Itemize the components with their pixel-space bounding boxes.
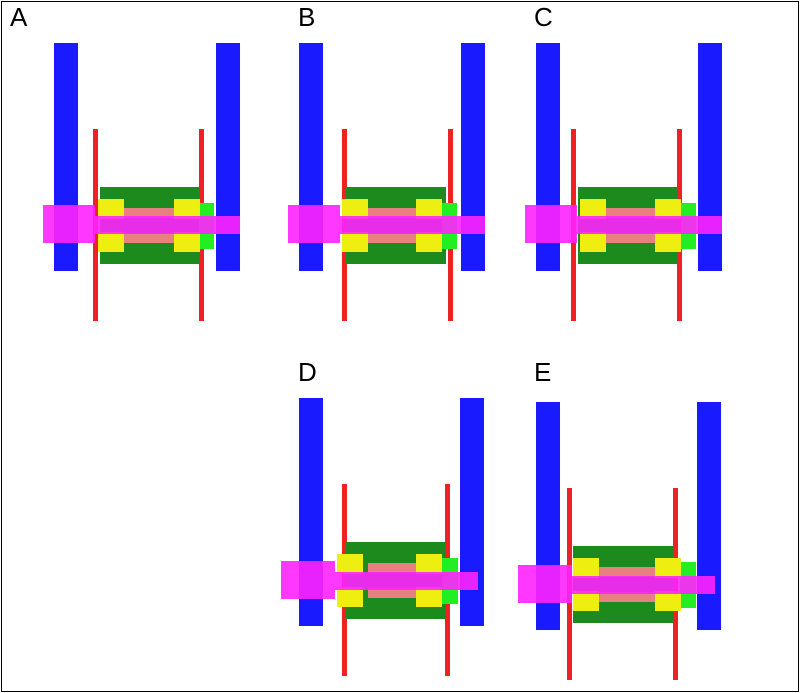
yellow-square-bottom-right <box>174 232 200 252</box>
yellow-square-top-right <box>416 554 442 574</box>
panel-e: E <box>482 355 742 685</box>
magenta-block <box>518 565 572 603</box>
panel-a: A <box>0 0 260 330</box>
yellow-square-top-left <box>573 558 599 578</box>
yellow-square-top-left <box>342 199 368 219</box>
yellow-square-bottom-left <box>580 232 606 252</box>
panel-c: C <box>482 0 742 330</box>
yellow-square-top-right <box>655 558 681 578</box>
salmon-bar-top <box>368 563 416 573</box>
panel-label-b: B <box>298 2 316 32</box>
right-blue-bar <box>216 43 240 271</box>
yellow-square-bottom-left <box>342 232 368 252</box>
panel-b: B <box>245 0 505 330</box>
yellow-square-bottom-left <box>573 591 599 611</box>
panel-label-d: D <box>298 357 317 387</box>
yellow-square-top-left <box>337 554 363 574</box>
magenta-rod <box>340 216 485 234</box>
salmon-bar-bottom <box>368 588 416 598</box>
yellow-square-bottom-right <box>655 232 681 252</box>
magenta-rod <box>572 576 715 594</box>
magenta-block <box>43 205 95 243</box>
salmon-bar-bottom <box>606 233 655 243</box>
salmon-bar-bottom <box>599 592 655 602</box>
yellow-square-top-right <box>655 199 681 219</box>
yellow-square-top-right <box>416 199 442 219</box>
yellow-square-bottom-right <box>416 587 442 607</box>
panel-d-diagram <box>281 398 484 676</box>
magenta-block <box>281 561 335 599</box>
right-blue-bar <box>460 398 484 626</box>
salmon-bar-top <box>606 208 655 218</box>
yellow-square-bottom-left <box>98 232 124 252</box>
yellow-square-top-left <box>580 199 606 219</box>
yellow-square-bottom-left <box>337 587 363 607</box>
salmon-bar-top <box>368 208 416 218</box>
magenta-block <box>525 205 577 243</box>
panel-c-diagram <box>525 43 722 321</box>
panel-label-a: A <box>10 2 28 32</box>
salmon-bar-bottom <box>368 233 416 243</box>
yellow-square-bottom-right <box>416 232 442 252</box>
magenta-rod <box>335 572 478 590</box>
panel-e-diagram <box>518 402 721 680</box>
panel-label-c: C <box>534 2 553 32</box>
panel-a-diagram <box>43 43 240 321</box>
yellow-square-bottom-right <box>655 591 681 611</box>
magenta-block <box>288 205 340 243</box>
panel-d: D <box>245 355 505 685</box>
right-blue-bar <box>697 402 721 630</box>
panel-label-e: E <box>534 357 552 387</box>
right-blue-bar <box>698 43 722 271</box>
salmon-bar-top <box>599 567 655 577</box>
yellow-square-top-right <box>174 199 200 219</box>
yellow-square-top-left <box>98 199 124 219</box>
magenta-rod <box>577 216 722 234</box>
salmon-bar-bottom <box>124 233 174 243</box>
salmon-bar-top <box>124 208 174 218</box>
panel-b-diagram <box>288 43 485 321</box>
magenta-rod <box>95 216 240 234</box>
